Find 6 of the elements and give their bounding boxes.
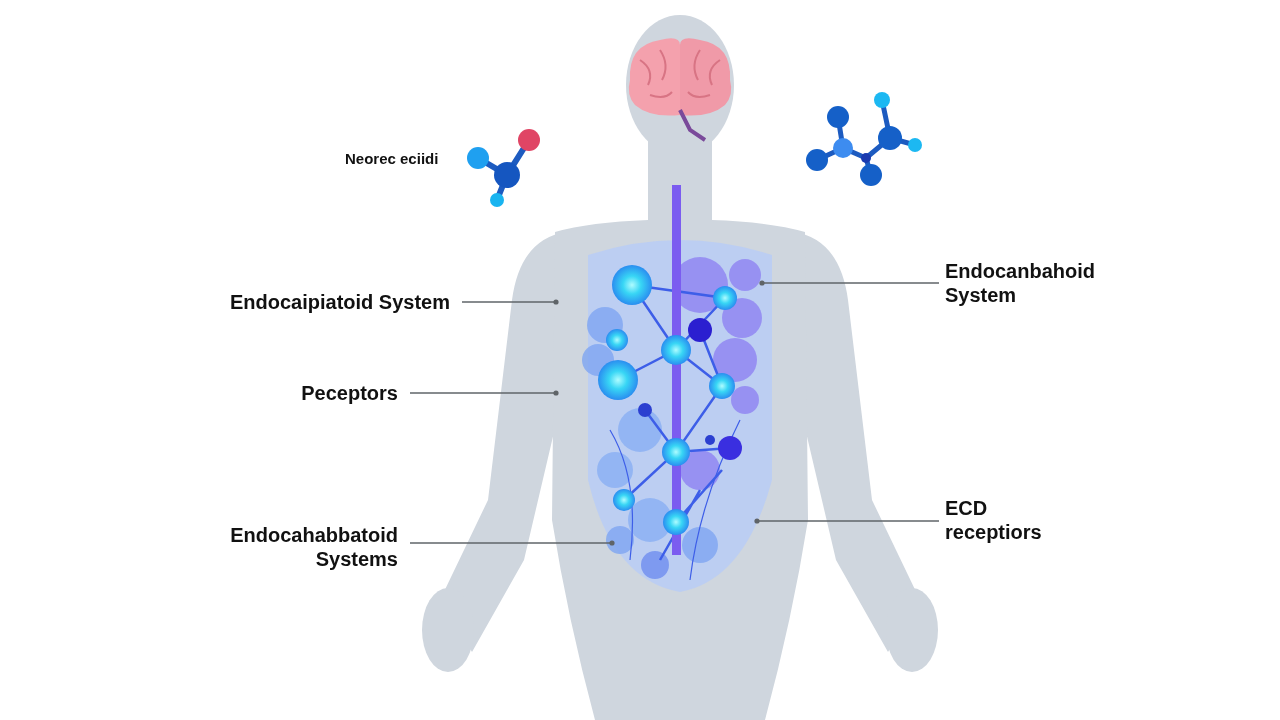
text-label: Neorec eciidi [345, 150, 439, 168]
callout-label: Peceptors [198, 381, 398, 405]
callout-label: Endocaipiatoid System [150, 290, 450, 314]
callout-label: Endocanbahoid System [945, 259, 1125, 307]
callout-label: ECD receptiors [945, 496, 1075, 544]
callout-label: Endocahabbatoid Systems [183, 523, 398, 571]
